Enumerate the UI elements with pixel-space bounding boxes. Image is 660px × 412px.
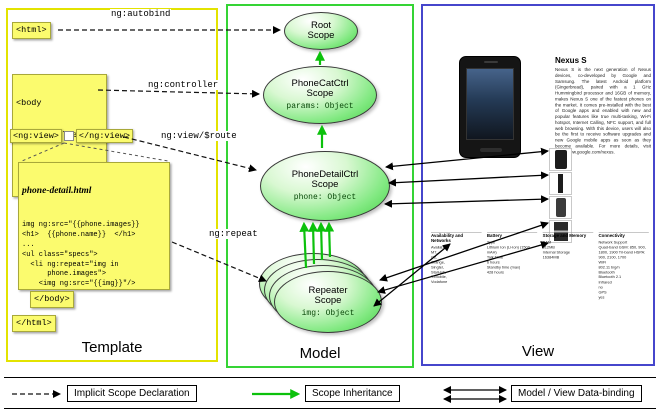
thumbnail-image [553, 222, 568, 241]
phonecat-scope-title: PhoneCatCtrl Scope [291, 77, 349, 99]
phone-speaker [484, 61, 498, 63]
spec-section-title: Connectivity [598, 233, 625, 239]
legend-bottom-rule [4, 408, 656, 409]
code-line: <img ng:src="{{img}}"/> [22, 280, 136, 289]
spec-row: yes [598, 295, 605, 300]
ng-view-row: <ng:view> </ng:view> [10, 129, 133, 143]
phone-thumbnail-2 [549, 172, 572, 195]
template-file-name: phone-detail.html [22, 186, 92, 197]
body-close-tag: </body> [30, 291, 74, 308]
html-open-tag: <html> [12, 22, 51, 39]
code-line: ... [22, 240, 35, 249]
repeater-scope-title: Repeater Scope [308, 284, 348, 306]
spec-row: 428 hours [486, 270, 504, 275]
phone-thumbnail-4 [549, 220, 572, 243]
spec-row: Bluetooth [598, 270, 615, 275]
thumbnail-image [554, 150, 567, 169]
phone-hero-image [459, 56, 521, 158]
spec-row: Lithium Ion (Li-Ion) (1500 mAH) [486, 245, 530, 255]
label-ng-view-route: ng:view/$route [160, 131, 238, 141]
body-open-line: <body [16, 98, 42, 109]
code-line: <ul class="specs"> [22, 250, 98, 259]
ng-view-close-tag: </ng:view> [75, 129, 133, 143]
legend-top-rule [4, 377, 656, 378]
thumbnail-image [555, 198, 566, 217]
legend-model-view-data-binding: Model / View Data-binding [511, 385, 642, 402]
spec-row: 802.11 b/g/n [598, 265, 620, 270]
spec-row: Quad-band GSM: 850, 900, 1800, 1900 Tri-… [598, 245, 646, 260]
code-line: <li ng:repeat="img in [22, 260, 119, 269]
ng-view-slot [63, 131, 74, 141]
ng-view-open-tag: <ng:view> [10, 129, 62, 143]
phonedetail-scope-node: PhoneDetailCtrl Scope phone: Object [260, 151, 390, 221]
phone-homebar [480, 148, 502, 152]
spec-row: no [598, 285, 603, 290]
label-ng-autobind: ng:autobind [110, 9, 172, 19]
thumbnail-image [558, 174, 563, 193]
spec-section-title: Storage and Memory [542, 233, 587, 239]
phonecat-scope-binding: params: Object [286, 102, 354, 112]
phonedetail-scope-binding: phone: Object [293, 193, 357, 203]
label-ng-controller: ng:controller [147, 80, 220, 90]
phone-description: Nexus S is the next generation of Nexus … [555, 67, 651, 155]
phone-thumbnail-3 [549, 196, 572, 219]
model-panel-label: Model [299, 345, 341, 362]
phone-thumbnail-column [549, 148, 572, 244]
spec-row: Vodafone [431, 280, 448, 285]
spec-row: GPS [598, 290, 607, 295]
root-scope-title: Root Scope [307, 19, 335, 41]
template-code: img ng:src="{{phone.images}}<h1> {{phone… [22, 221, 166, 289]
spec-row: Infrared [598, 280, 612, 285]
phonecat-scope-node: PhoneCatCtrl Scope params: Object [263, 66, 377, 124]
spec-section-title: Availability and Networks [431, 233, 464, 243]
html-close-tag: </html> [12, 315, 56, 332]
repeater-scope-node: Repeater Scope img: Object [274, 271, 382, 333]
root-scope-node: Root Scope [284, 12, 358, 50]
phone-detail-template-box: phone-detail.html img ng:src="{{phone.im… [18, 162, 170, 290]
view-panel-label: View [521, 343, 555, 360]
view-panel: Nexus S Nexus S is the next generation o… [421, 4, 655, 366]
template-panel-label: Template [81, 339, 143, 356]
legend-scope-inheritance: Scope Inheritance [305, 385, 400, 402]
phone-thumbnail-1 [549, 148, 572, 171]
model-panel: Root Scope PhoneCatCtrl Scope params: Ob… [226, 4, 414, 368]
code-line: phone.images"> [22, 270, 107, 279]
repeater-scope-binding: img: Object [301, 309, 355, 319]
spec-row: Network Support [598, 240, 628, 245]
spec-section-title: Battery [486, 233, 502, 239]
spec-row: Bluetooth 2.1 [598, 275, 622, 280]
spec-row: WiFi [598, 260, 607, 265]
phonedetail-scope-title: PhoneDetailCtrl Scope [291, 168, 359, 190]
spec-row: Internal Storage [542, 250, 571, 255]
code-line: <h1> {{phone.name}} </h1> [22, 231, 136, 240]
template-panel: <html> <body ng:controller= "PhoneCatCtr… [6, 8, 218, 362]
phone-screen [466, 68, 514, 140]
spec-row: 16384MB [542, 255, 560, 260]
phone-title: Nexus S [555, 56, 587, 65]
label-ng-repeat: ng:repeat [208, 229, 259, 239]
code-line: img ng:src="{{phone.images}} [22, 221, 140, 230]
legend-implicit-scope-declaration: Implicit Scope Declaration [67, 385, 197, 402]
